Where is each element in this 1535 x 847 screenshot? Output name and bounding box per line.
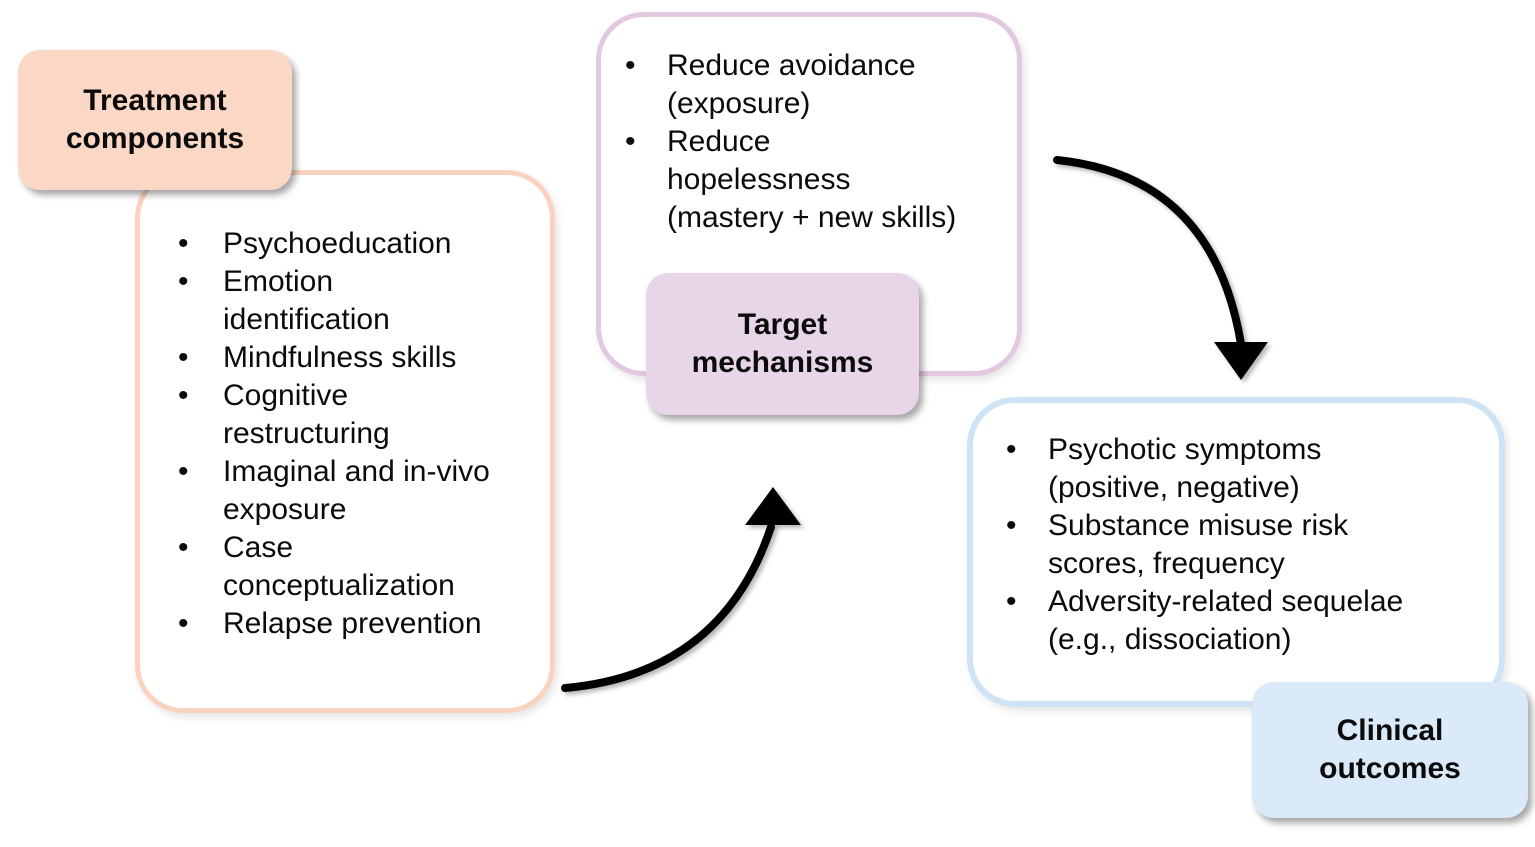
bullet-item: Adversity-related sequelae (e.g., dissoc…	[1006, 583, 1428, 659]
bullet-item: Cognitive restructuring	[178, 377, 503, 453]
bullet-item: Psychotic symptoms (positive, negative)	[1006, 431, 1428, 507]
target-mechanisms-label-text: Target mechanisms	[691, 308, 874, 379]
treatment-components-label-text: Treatment components	[65, 84, 245, 155]
clinical-outcomes-label: Clinical outcomes	[1252, 682, 1528, 818]
clinical-outcomes-list: Psychotic symptoms (positive, negative)S…	[973, 403, 1499, 659]
bullet-item: Imaginal and in-vivo exposure	[178, 453, 503, 529]
bullet-item: Case conceptualization	[178, 529, 503, 605]
clinical-outcomes-label-text: Clinical outcomes	[1319, 714, 1461, 785]
treatment-components-list: PsychoeducationEmotion identificationMin…	[140, 175, 550, 643]
clinical-outcomes-box: Psychotic symptoms (positive, negative)S…	[967, 397, 1505, 707]
target-mechanisms-list: Reduce avoidance (exposure)Reduce hopele…	[601, 17, 1017, 237]
target-mechanisms-label: Target mechanisms	[646, 273, 919, 415]
bullet-item: Reduce avoidance (exposure)	[625, 47, 959, 123]
bullet-item: Psychoeducation	[178, 225, 503, 263]
bullet-item: Relapse prevention	[178, 605, 503, 643]
treatment-components-box: PsychoeducationEmotion identificationMin…	[135, 170, 555, 713]
bullet-item: Emotion identification	[178, 263, 503, 339]
bullet-item: Reduce hopelessness (mastery + new skill…	[625, 123, 959, 237]
bullet-item: Substance misuse risk scores, frequency	[1006, 507, 1428, 583]
treatment-components-label: Treatment components	[18, 50, 292, 190]
curved-arrow-up-icon	[561, 487, 801, 692]
bullet-item: Mindfulness skills	[178, 339, 503, 377]
curved-arrow-down-icon	[1053, 156, 1268, 380]
